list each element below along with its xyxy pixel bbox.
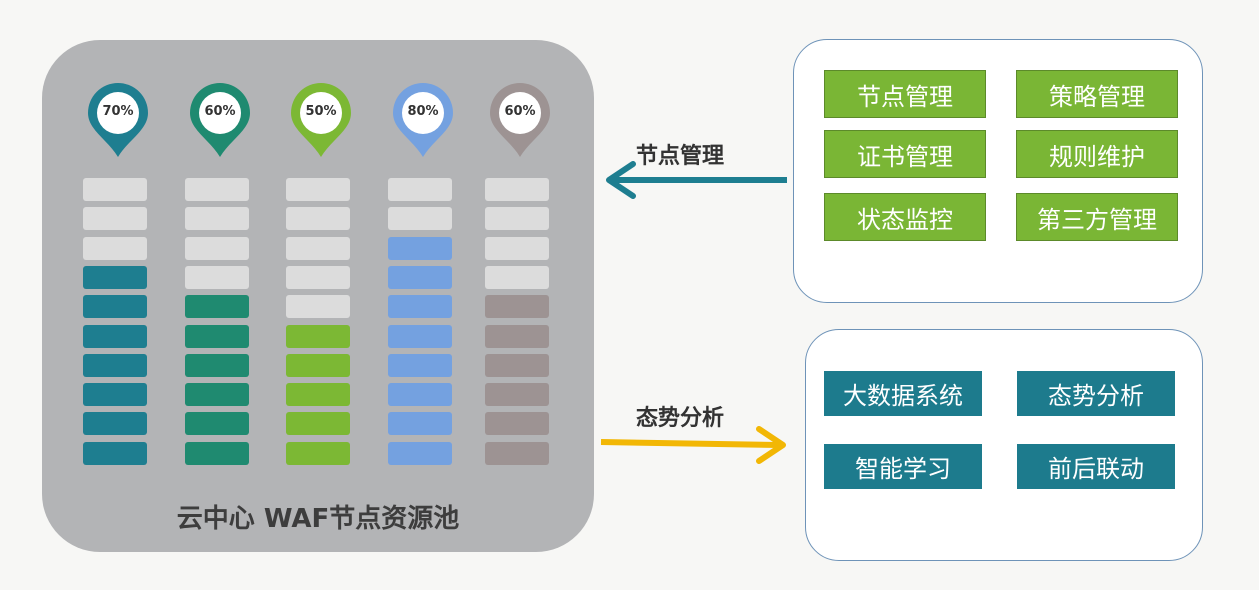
usage-block-filled	[388, 353, 452, 377]
usage-block-filled	[485, 295, 549, 319]
usage-block-filled	[286, 324, 350, 348]
situation-analysis-arrow-label: 态势分析	[636, 406, 725, 431]
status-monitoring-button[interactable]: 状态监控	[824, 193, 986, 241]
usage-block-empty	[286, 178, 350, 201]
arrow-left-icon	[606, 161, 787, 199]
usage-block-filled	[185, 383, 249, 407]
usage-block-empty	[485, 207, 549, 231]
usage-block-filled	[185, 353, 249, 377]
usage-block-filled	[485, 383, 549, 407]
node-management-arrow-label: 节点管理	[636, 144, 725, 169]
usage-block-filled	[83, 441, 147, 465]
usage-block-filled	[388, 383, 452, 407]
usage-block-filled	[485, 412, 549, 436]
usage-block-empty	[83, 236, 147, 260]
usage-block-filled	[388, 236, 452, 260]
usage-block-filled	[83, 412, 147, 436]
policy-management-button[interactable]: 策略管理	[1016, 70, 1178, 118]
usage-block-filled	[83, 383, 147, 407]
usage-block-empty	[83, 178, 147, 201]
usage-block-filled	[185, 295, 249, 319]
usage-block-filled	[388, 295, 452, 319]
usage-block-filled	[185, 441, 249, 465]
usage-block-empty	[185, 265, 249, 289]
usage-block-filled	[83, 353, 147, 377]
flow-arrows	[600, 161, 787, 464]
usage-percent-label: 60%	[204, 104, 236, 119]
big-data-system-button[interactable]: 大数据系统	[824, 371, 982, 416]
usage-block-empty	[485, 178, 549, 201]
node-management-button[interactable]: 节点管理	[824, 70, 986, 118]
usage-percent-label: 60%	[504, 104, 536, 119]
usage-block-empty	[485, 236, 549, 260]
usage-block-empty	[185, 207, 249, 231]
node-management-panel: 节点管理 策略管理 证书管理 规则维护 状态监控 第三方管理	[793, 39, 1203, 303]
usage-block-filled	[286, 441, 350, 465]
certificate-management-button[interactable]: 证书管理	[824, 130, 986, 178]
usage-block-empty	[286, 207, 350, 231]
rule-maintenance-button[interactable]: 规则维护	[1016, 130, 1178, 178]
usage-percent-label: 50%	[305, 104, 337, 119]
usage-block-filled	[286, 353, 350, 377]
usage-percent-label: 70%	[102, 104, 134, 119]
situation-analysis-button[interactable]: 态势分析	[1017, 371, 1175, 416]
usage-block-filled	[485, 441, 549, 465]
usage-block-empty	[388, 178, 452, 201]
usage-block-filled	[286, 412, 350, 436]
location-pin-icon	[291, 83, 351, 157]
usage-block-filled	[485, 324, 549, 348]
usage-block-empty	[185, 236, 249, 260]
usage-block-empty	[83, 207, 147, 231]
usage-block-filled	[388, 441, 452, 465]
usage-block-filled	[185, 324, 249, 348]
front-back-linkage-button[interactable]: 前后联动	[1017, 444, 1175, 489]
usage-block-filled	[485, 353, 549, 377]
usage-block-filled	[83, 295, 147, 319]
arrow-right-icon	[600, 426, 786, 464]
usage-block-filled	[185, 412, 249, 436]
location-pin-icon	[490, 83, 550, 157]
third-party-management-button[interactable]: 第三方管理	[1016, 193, 1178, 241]
pool-title: 云中心 WAF节点资源池	[176, 504, 460, 534]
usage-block-filled	[83, 265, 147, 289]
usage-block-empty	[286, 295, 350, 319]
location-pin-icon	[88, 83, 148, 157]
usage-block-empty	[485, 265, 549, 289]
usage-block-empty	[286, 236, 350, 260]
usage-block-filled	[388, 324, 452, 348]
usage-block-filled	[388, 412, 452, 436]
location-pin-icon	[393, 83, 453, 157]
situation-analysis-panel: 大数据系统 态势分析 智能学习 前后联动	[805, 329, 1203, 561]
waf-resource-pool: 70% 60% 50% 80% 60% 云中心 WAF节点资源池	[42, 40, 594, 552]
usage-block-filled	[388, 265, 452, 289]
usage-block-empty	[286, 265, 350, 289]
usage-block-filled	[83, 324, 147, 348]
location-pin-icon	[190, 83, 250, 157]
usage-block-empty	[185, 178, 249, 201]
intelligent-learning-button[interactable]: 智能学习	[824, 444, 982, 489]
usage-percent-label: 80%	[407, 104, 439, 119]
usage-block-filled	[286, 383, 350, 407]
usage-block-empty	[388, 207, 452, 231]
